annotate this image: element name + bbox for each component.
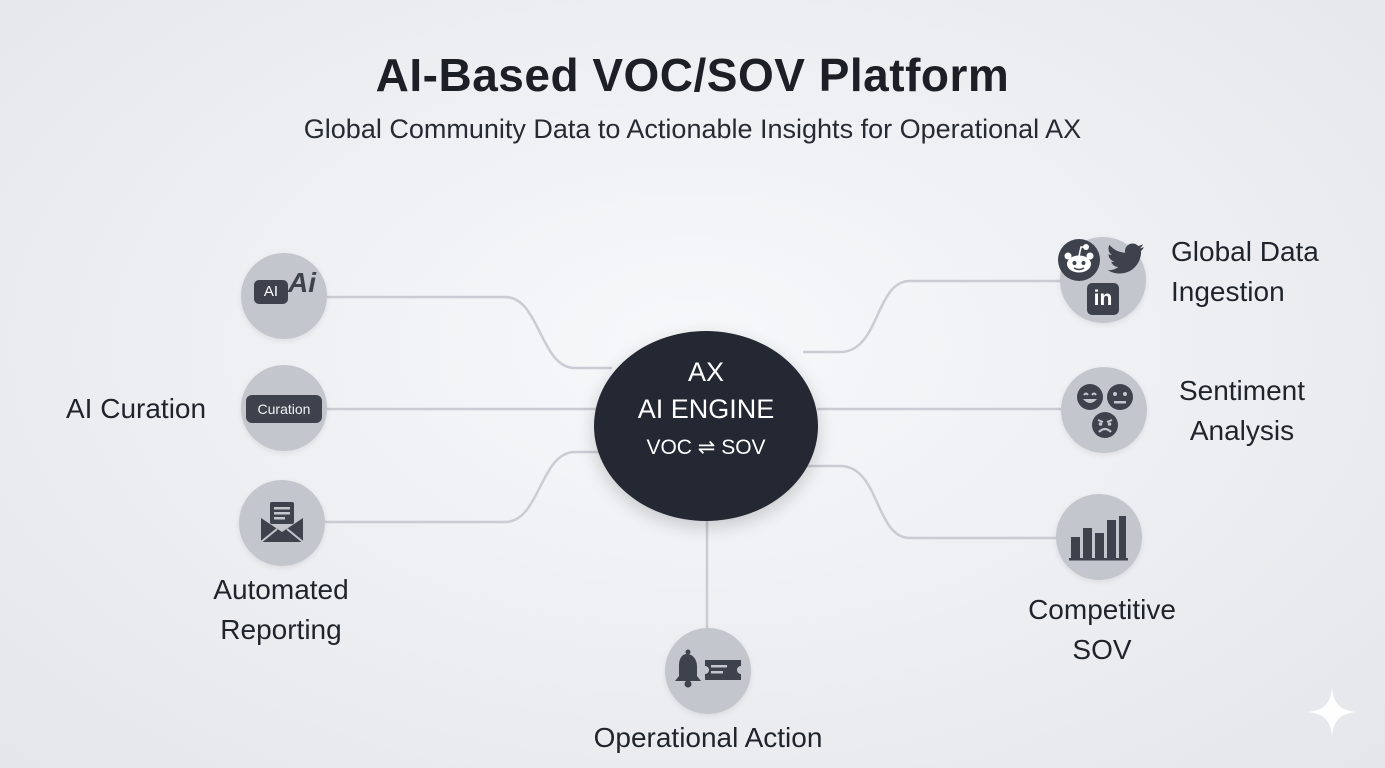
hub-line-engine: AI ENGINE <box>637 394 775 424</box>
sentiment-node <box>1061 367 1147 453</box>
ingestion-line1: Global Data <box>1171 236 1319 267</box>
automated-reporting-label: Automated Reporting <box>191 570 371 650</box>
ai-badge-icon: AI <box>254 280 288 304</box>
ingestion-line2: Ingestion <box>1171 276 1285 307</box>
action-node <box>665 628 751 714</box>
curation-node: Curation <box>241 365 327 451</box>
ai-glyph-icon: Ai <box>288 267 316 298</box>
automated-reporting-line1: Automated <box>213 574 349 605</box>
hub-line-ax: AX <box>687 357 725 387</box>
link-ingestion <box>803 279 1062 354</box>
sentiment-line2: Analysis <box>1189 415 1295 446</box>
link-sov <box>803 464 1056 540</box>
ai-curation-label: AI Curation <box>66 393 207 424</box>
linkedin-text: in <box>1093 287 1113 310</box>
sov-line2: SOV <box>1072 634 1132 665</box>
twitter-icon <box>1108 243 1144 274</box>
bell-ticket-icon <box>675 649 741 688</box>
page-title: AI-Based VOC/SOV Platform <box>375 49 1010 101</box>
operational-action-label: Operational Action <box>593 722 823 753</box>
sparkle-icon <box>1308 688 1356 736</box>
linkedin-icon: in <box>1087 283 1119 315</box>
curation-chip-icon: Curation <box>246 395 322 423</box>
link-reporting <box>324 450 612 524</box>
link-ai-chip <box>327 295 612 370</box>
sentiment-analysis-label: Sentiment Analysis <box>1152 371 1332 451</box>
page-subtitle: Global Community Data to Actionable Insi… <box>303 114 1082 144</box>
reddit-icon <box>1058 239 1100 281</box>
global-data-ingestion-label: Global Data Ingestion <box>1171 232 1319 312</box>
hub-line-voc-sov: VOC ⇌ SOV <box>646 436 766 459</box>
ingestion-node: in <box>1058 237 1146 323</box>
ax-ai-engine-hub: AX AI ENGINE VOC ⇌ SOV <box>594 331 818 521</box>
competitive-sov-label: Competitive SOV <box>1002 590 1202 670</box>
bar-chart-icon <box>1069 516 1128 561</box>
emoji-faces-icon <box>1077 384 1133 438</box>
ai-badge-node: AI Ai <box>241 253 327 339</box>
envelope-report-icon <box>260 502 304 543</box>
reporting-node <box>239 480 325 566</box>
sov-line1: Competitive <box>1028 594 1176 625</box>
automated-reporting-line2: Reporting <box>220 614 342 645</box>
sov-node <box>1056 494 1142 580</box>
sentiment-line1: Sentiment <box>1178 375 1306 406</box>
